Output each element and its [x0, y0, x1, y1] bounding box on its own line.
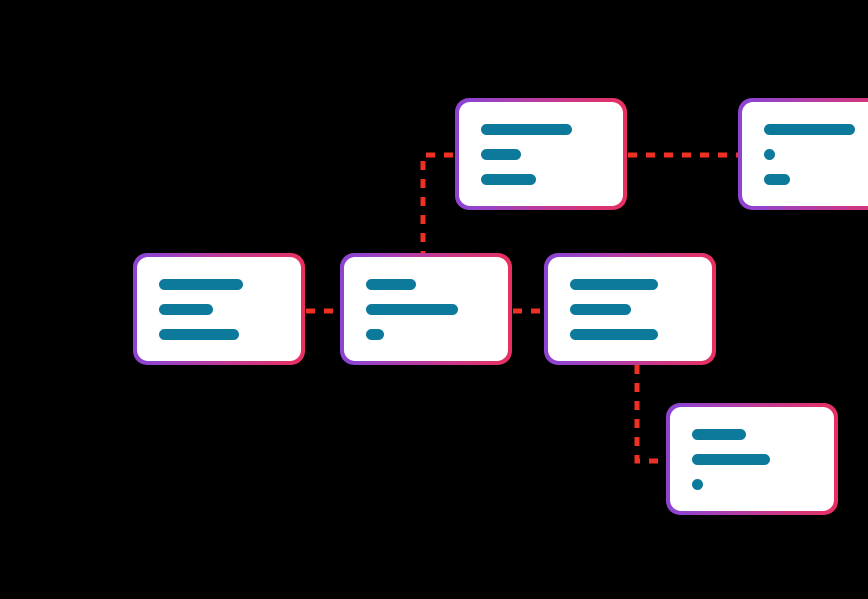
card-6-lines [692, 428, 812, 490]
card-4-body [459, 102, 623, 206]
card-2-line-3 [366, 328, 384, 340]
card-2[interactable] [340, 253, 512, 365]
card-5[interactable] [738, 98, 868, 210]
card-4-line-1 [481, 123, 573, 135]
card-1-line-3 [159, 328, 240, 340]
card-5-bullet-dot [764, 148, 775, 160]
connector-card3-to-card6-elbow [634, 365, 666, 464]
card-2-line-2 [366, 303, 459, 315]
card-2-lines [366, 278, 486, 340]
connector-card4-to-card2-elbow [420, 152, 453, 256]
card-1-line-2 [159, 303, 213, 315]
card-3-line-2 [570, 303, 632, 315]
card-5-line-1 [764, 123, 856, 135]
card-3-line-1 [570, 278, 658, 290]
card-1-body [137, 257, 301, 361]
card-3-line-3 [570, 328, 658, 340]
card-1[interactable] [133, 253, 305, 365]
card-1-line-1 [159, 278, 243, 290]
card-4[interactable] [455, 98, 627, 210]
card-3-body [548, 257, 712, 361]
card-5-body [742, 102, 868, 206]
card-6-bullet-dot [692, 478, 703, 490]
card-2-line-1 [366, 278, 417, 290]
card-1-lines [159, 278, 279, 340]
card-4-lines [481, 123, 601, 185]
card-5-line-3 [764, 173, 791, 185]
card-4-line-2 [481, 148, 521, 160]
card-2-body [344, 257, 508, 361]
card-3[interactable] [544, 253, 716, 365]
card-6-line-1 [692, 428, 746, 440]
card-6-body [670, 407, 834, 511]
card-3-lines [570, 278, 690, 340]
card-4-line-3 [481, 173, 537, 185]
card-6[interactable] [666, 403, 838, 515]
card-6-line-2 [692, 453, 770, 465]
card-5-lines [764, 123, 868, 185]
